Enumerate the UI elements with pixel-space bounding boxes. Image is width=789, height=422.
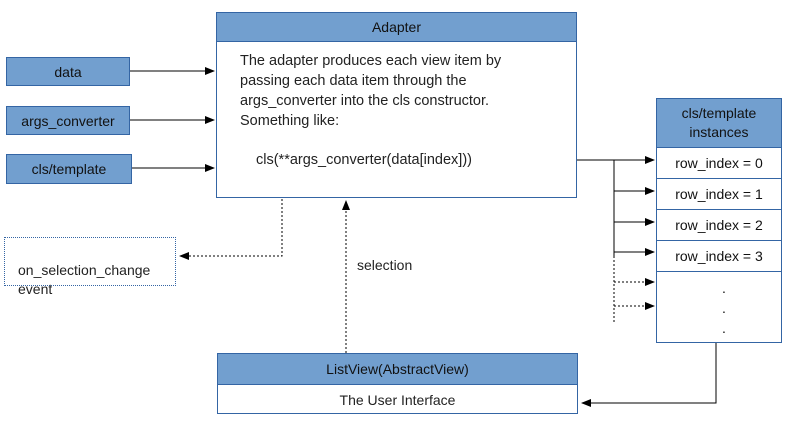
instance-row-3-label: row_index = 3 xyxy=(675,248,763,264)
listview-subtitle: The User Interface xyxy=(339,392,456,408)
instances-header: cls/template instances xyxy=(657,99,781,148)
instance-row-0: row_index = 0 xyxy=(657,148,781,179)
instance-row-1: row_index = 1 xyxy=(657,179,781,210)
instances-to-ui-arrow xyxy=(581,343,717,407)
selection-event-box: on_selection_change event xyxy=(4,237,176,297)
data-input-box: data xyxy=(6,57,130,86)
template-input-label: cls/template xyxy=(31,161,107,177)
instance-row-1-label: row_index = 1 xyxy=(675,186,763,202)
args-converter-input-box: args_converter xyxy=(6,106,130,135)
selection-label: selection xyxy=(357,257,413,273)
adapter-code: cls(**args_converter(data[index])) xyxy=(256,152,472,168)
adapter-node: Adapter The adapter produces each view i… xyxy=(216,12,577,198)
template-input-box: cls/template xyxy=(6,154,132,184)
adapter-title: Adapter xyxy=(371,19,422,35)
listview-body: The User Interface xyxy=(218,385,577,415)
instance-row-2-label: row_index = 2 xyxy=(675,217,763,233)
adapter-description: The adapter produces each view item by p… xyxy=(240,53,502,129)
instances-node: cls/template instances row_index = 0 row… xyxy=(656,98,782,343)
listview-header: ListView(AbstractView) xyxy=(218,354,577,385)
instance-ellipsis: . . . xyxy=(722,280,726,336)
instance-row-2: row_index = 2 xyxy=(657,210,781,241)
instance-row-0-label: row_index = 0 xyxy=(675,155,763,171)
instance-row-3: row_index = 3 xyxy=(657,241,781,272)
data-input-label: data xyxy=(54,63,82,80)
instances-title: cls/template instances xyxy=(681,105,757,140)
selection-event-label: on_selection_change event xyxy=(18,262,151,297)
listview-node: ListView(AbstractView) The User Interfac… xyxy=(217,353,578,414)
listview-title: ListView(AbstractView) xyxy=(326,361,469,377)
adapter-header: Adapter xyxy=(217,13,576,42)
args-converter-input-label: args_converter xyxy=(21,112,115,129)
